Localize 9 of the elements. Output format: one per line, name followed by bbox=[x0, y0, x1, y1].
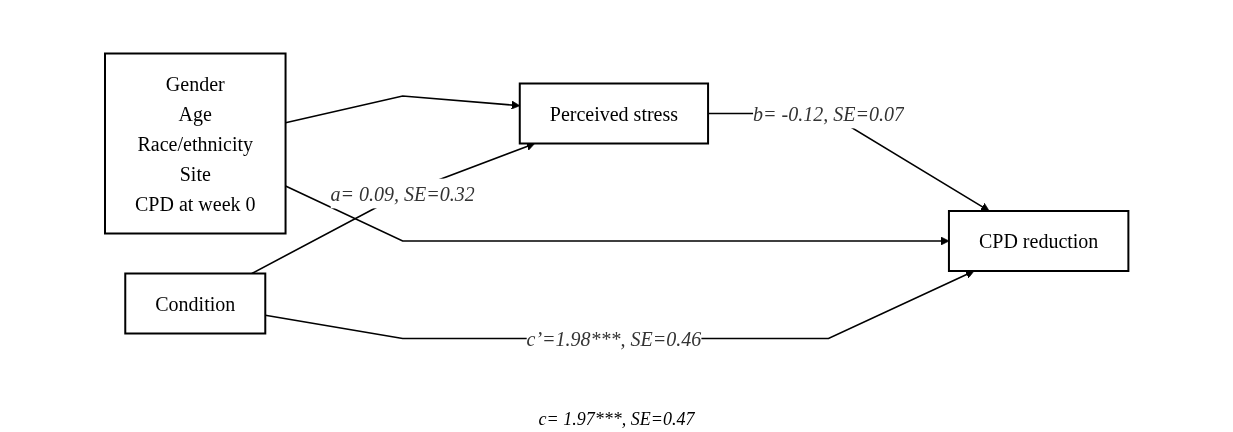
edge-label: c’=1.98***, SE=0.46 bbox=[526, 327, 702, 350]
edge-label: b= -0.12, SE=0.07 bbox=[752, 102, 904, 125]
edge-label: a= 0.09, SE=0.32 bbox=[330, 182, 475, 205]
node-box: Perceived stress bbox=[518, 82, 709, 145]
node-box: Gender Age Race/ethnicity Site CPD at week 0 bbox=[103, 52, 287, 235]
node-box: CPD reduction bbox=[947, 210, 1130, 272]
node-box: Condition bbox=[124, 272, 267, 335]
arrow bbox=[250, 142, 535, 275]
path-coefficient-label: c= 1.97***, SE=0.47 bbox=[538, 409, 695, 429]
